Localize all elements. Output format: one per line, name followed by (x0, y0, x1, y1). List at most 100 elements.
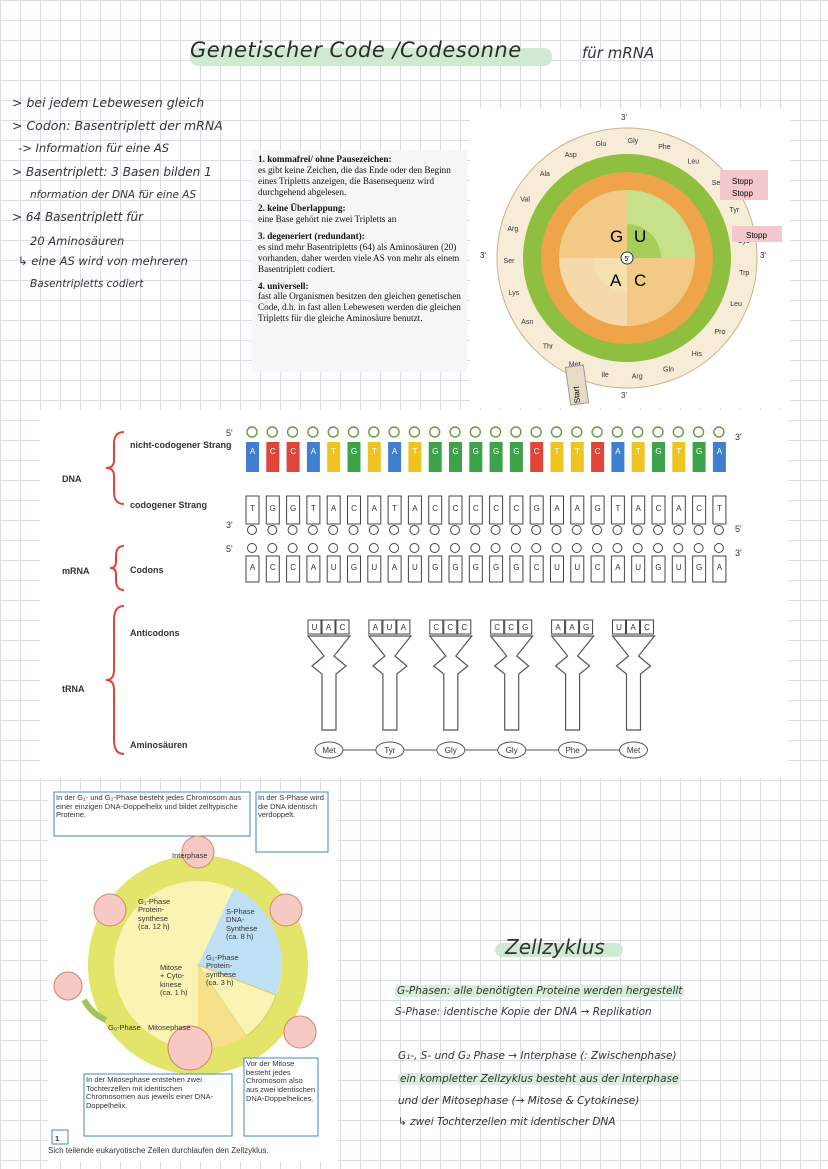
amino-acid-label: Ala (540, 171, 550, 178)
nucleotide-mrna (631, 555, 646, 583)
base-letter: C (453, 504, 459, 513)
phosphate-bead (450, 543, 460, 553)
phosphate-bead (368, 426, 380, 438)
cell-cycle-figure: In der G₁- und G₂-Phase besteht jedes Ch… (48, 790, 338, 1162)
nucleotide-noncoding (408, 442, 422, 472)
base-letter: G (452, 447, 458, 456)
amino-acid-label: Arg (507, 226, 518, 233)
phosphate-bead (490, 543, 501, 553)
nucleotide-noncoding (570, 442, 584, 472)
base-letter: G (594, 504, 600, 513)
nucleotide-mrna (509, 555, 524, 583)
nucleotide-codogenic (610, 495, 625, 525)
nucleotide-mrna (428, 555, 443, 583)
nucleotide-noncoding (266, 442, 280, 472)
phosphate-bead (327, 426, 339, 438)
base-letter: A (615, 563, 621, 572)
phosphate-bead (267, 543, 278, 553)
note-line: > Codon: Basentriplett der mRNA (12, 118, 223, 133)
zellzyklus-line: ein kompletter Zellzyklus besteht aus de… (398, 1073, 681, 1085)
nucleotide-mrna (468, 555, 483, 583)
nucleotide-codogenic (570, 495, 585, 525)
amino-acid-label: Leu (687, 158, 699, 165)
phosphate-bead (713, 426, 725, 438)
nucleotide-mrna (367, 555, 382, 583)
cycle-box-g-phase: In der G₁- und G₂-Phase besteht jedes Ch… (56, 794, 242, 820)
note-line: Basentripletts codiert (30, 278, 144, 290)
nucleotide-noncoding (631, 442, 645, 472)
anticodon-base (551, 619, 566, 635)
nucleotide-mrna (306, 555, 321, 583)
nucleotide-mrna (245, 555, 260, 583)
trna-body (611, 635, 656, 731)
amino-acid-label: Pro (714, 329, 725, 336)
strand-end-label: 3' (226, 520, 233, 530)
base-letter: T (372, 447, 377, 456)
base-letter: A (372, 504, 378, 513)
phosphate-bead (470, 543, 481, 553)
property-head: 4. universell: (258, 280, 309, 291)
note-line: > Basentriplett: 3 Basen bilden 1 (12, 165, 212, 179)
phosphate-bead (408, 426, 421, 438)
cycle-box-s-phase: In der S-Phase wird die DNA identisch ve… (258, 794, 324, 820)
nucleotide-codogenic (448, 495, 463, 525)
base-letter: C (644, 623, 650, 632)
base-letter: C (290, 447, 296, 456)
row-label-dna: DNA (62, 474, 82, 484)
zellzyklus-line: G₁-, S- und G₂ Phase → Interphase (: Zwi… (398, 1050, 677, 1062)
base-letter: G (655, 563, 661, 572)
nucleotide-mrna (570, 555, 585, 583)
base-letter: C (534, 563, 540, 572)
nucleotide-mrna (326, 555, 341, 583)
nucleotide-codogenic (712, 495, 727, 525)
base-letter: A (717, 447, 723, 456)
base-letter: T (331, 447, 336, 456)
anticodon-base (443, 619, 458, 635)
anticodon-base (457, 619, 472, 635)
amino-acid-label: Thr (543, 344, 554, 351)
nucleotide-noncoding (611, 442, 625, 472)
sun-3prime-label: 3' (621, 391, 627, 400)
amino-acid-label: Lys (509, 290, 520, 297)
stop-label: Stopp (732, 177, 753, 186)
phosphate-bead (653, 543, 663, 553)
phosphate-bead (510, 426, 522, 438)
nucleotide-codogenic (509, 495, 524, 525)
phosphate-bead (551, 525, 562, 535)
phosphate-bead (328, 525, 339, 535)
phosphate-bead (530, 426, 542, 438)
phosphate-bead (247, 543, 257, 553)
trna-body (367, 635, 413, 731)
nucleotide-mrna (550, 555, 564, 583)
nucleotide-noncoding (388, 442, 402, 472)
trna-brace (105, 605, 125, 755)
phosphate-bead (592, 543, 603, 553)
base-letter: A (326, 623, 332, 632)
base-letter: T (311, 504, 316, 513)
anticodon-base (321, 619, 336, 635)
base-letter: G (351, 447, 357, 456)
property-head: 1. kommafrei/ ohne Pausezeichen: (258, 154, 392, 164)
base-letter: C (493, 504, 499, 513)
base-letter: C (340, 623, 346, 632)
base-letter: G (432, 563, 438, 572)
phosphate-bead (368, 525, 379, 535)
phosphate-bead (653, 525, 663, 535)
trna-body (306, 635, 352, 731)
phosphate-bead (591, 426, 603, 438)
base-letter: A (676, 504, 682, 513)
phosphate-bead (388, 426, 400, 438)
base-letter: G (513, 563, 519, 572)
amino-acid-label: Leu (730, 301, 742, 308)
base-letter: A (555, 623, 561, 632)
base-letter: A (401, 623, 407, 632)
nucleotide-codogenic (306, 495, 321, 525)
phosphate-bead (632, 426, 644, 438)
base-letter: T (636, 447, 641, 456)
nucleotide-codogenic (489, 495, 504, 525)
base-letter: U (635, 563, 641, 572)
zellzyklus-line: S-Phase: identische Kopie der DNA → Repl… (395, 1006, 652, 1018)
sun-inner-base: G (610, 227, 623, 246)
anticodon-base (518, 619, 533, 635)
phosphate-bead (490, 525, 501, 535)
